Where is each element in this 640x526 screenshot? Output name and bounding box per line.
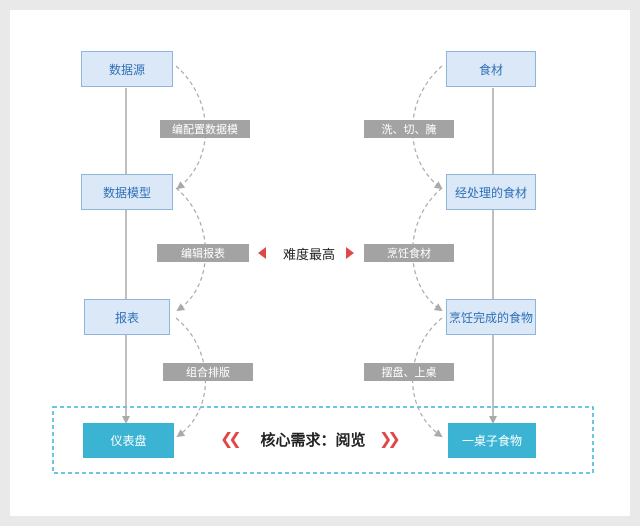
node-report: 报表 — [84, 299, 170, 335]
step-plate-serve: 摆盘、上桌 — [364, 363, 454, 381]
core-requirement-label: 核心需求：阅览 — [260, 430, 366, 449]
step-cook-ingredients: 烹饪食材 — [364, 244, 454, 262]
step-configure-model: 编配置数据模 — [160, 120, 250, 138]
difficulty-left-arrow-icon — [258, 247, 266, 259]
node-processed-ingredients: 经处理的食材 — [446, 174, 536, 210]
node-ingredients: 食材 — [446, 51, 536, 87]
difficulty-right-arrow-icon — [346, 247, 354, 259]
step-edit-report: 编辑报表 — [157, 244, 249, 262]
node-data-source: 数据源 — [81, 51, 173, 87]
step-compose-layout: 组合排版 — [163, 363, 253, 381]
core-frame — [52, 406, 594, 474]
node-cooked-food: 烹饪完成的食物 — [446, 299, 536, 335]
step-wash-cut-marinate: 洗、切、腌 — [364, 120, 454, 138]
node-data-model: 数据模型 — [81, 174, 173, 210]
node-dashboard: 仪表盘 — [83, 423, 174, 458]
node-table-of-food: 一桌子食物 — [448, 423, 536, 458]
core-right-chevrons-icon: ❯❯ — [379, 429, 401, 448]
core-left-chevrons-icon: ❮❮ — [220, 429, 242, 448]
difficulty-label: 难度最高 — [282, 247, 335, 263]
